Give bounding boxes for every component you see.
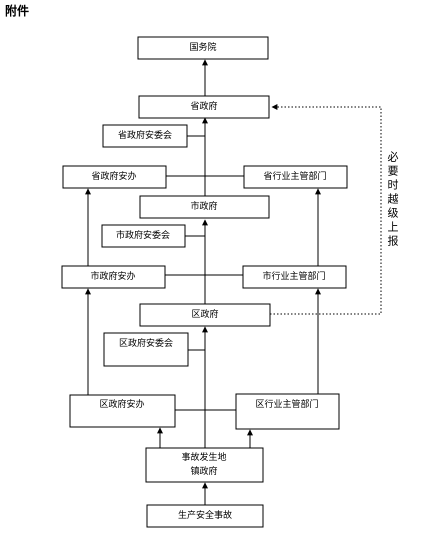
box-shigu bbox=[146, 504, 264, 528]
box-shizhengfu-anweihui bbox=[101, 224, 186, 248]
label-qu-hangye: 区行业主管部门 bbox=[255, 398, 318, 410]
box-shi-hangye bbox=[242, 265, 347, 289]
label-shengzhengfu-anweihui: 省政府安委会 bbox=[118, 129, 172, 141]
label-quzhengfu-anban: 区政府安办 bbox=[99, 398, 144, 410]
box-quzhengfu-anweihui bbox=[103, 332, 189, 367]
label-quzhengfu: 区政府 bbox=[191, 308, 218, 320]
box-shengzhengfu-anban bbox=[62, 165, 167, 189]
box-qu-hangye bbox=[235, 393, 340, 430]
box-shizhengfu-anban bbox=[61, 265, 166, 289]
box-shengzhengfu-anweihui bbox=[102, 124, 188, 148]
label-shizhengfu-anweihui: 市政府安委会 bbox=[116, 229, 170, 241]
label-shigu: 生产安全事故 bbox=[178, 509, 232, 521]
label-zhenfu-line1: 事故发生地 bbox=[181, 451, 226, 463]
label-zhenfu-line2: 镇政府 bbox=[190, 465, 217, 477]
attachment-heading: 附件 bbox=[5, 4, 30, 18]
label-shi-hangye: 市行业主管部门 bbox=[262, 270, 325, 282]
side-note-char: 级 bbox=[388, 207, 399, 220]
box-quzhengfu-anban bbox=[69, 394, 176, 428]
side-note-char: 要 bbox=[388, 165, 399, 178]
side-note-char: 越 bbox=[388, 192, 399, 206]
box-guowuyuan bbox=[137, 36, 269, 60]
label-quzhengfu-anweihui: 区政府安委会 bbox=[119, 337, 173, 349]
label-shizhengfu-anban: 市政府安办 bbox=[90, 270, 135, 282]
box-quzhengfu bbox=[139, 303, 271, 327]
box-sheng-hangye bbox=[243, 165, 348, 189]
side-note-char: 时 bbox=[388, 179, 399, 192]
box-shizhengfu bbox=[139, 195, 270, 219]
skip-level-report-line bbox=[270, 104, 382, 315]
label-shengzhengfu-anban: 省政府安办 bbox=[91, 170, 136, 182]
label-shengzhengfu: 省政府 bbox=[190, 100, 217, 112]
side-note-char: 必 bbox=[388, 151, 399, 164]
label-shizhengfu: 市政府 bbox=[190, 200, 217, 212]
box-shengzhengfu bbox=[138, 95, 270, 119]
label-guowuyuan: 国务院 bbox=[189, 41, 216, 53]
box-zhenfu bbox=[145, 447, 264, 483]
side-note-char: 报 bbox=[388, 234, 399, 248]
label-sheng-hangye: 省行业主管部门 bbox=[263, 170, 326, 182]
side-note-char: 上 bbox=[388, 221, 399, 234]
